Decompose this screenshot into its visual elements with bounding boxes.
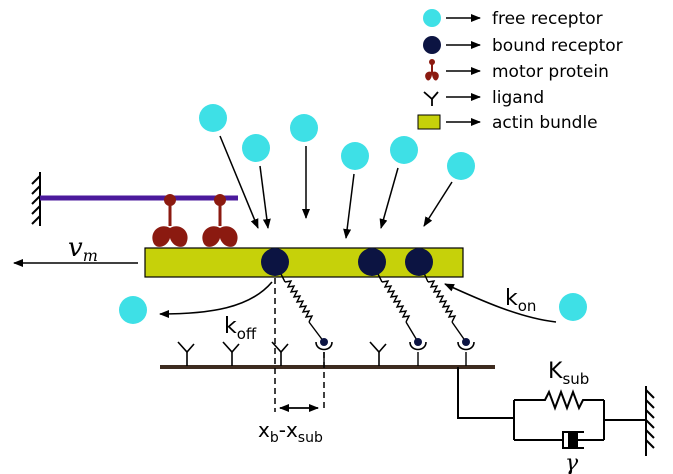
free-receptor bbox=[119, 296, 147, 324]
legend: free receptor bound receptor motor prote… bbox=[417, 9, 623, 133]
unbinding-arrow bbox=[159, 281, 273, 318]
koff-label: koff bbox=[224, 314, 257, 343]
dashpot-piston bbox=[568, 433, 578, 447]
motor-protein bbox=[152, 194, 188, 247]
legend-item-bound: bound receptor bbox=[423, 36, 623, 56]
actin-bundle-icon bbox=[417, 114, 441, 130]
ligand bbox=[271, 341, 289, 366]
legend-item-ligand: ligand bbox=[423, 88, 544, 108]
binding-arrows bbox=[219, 135, 453, 239]
free-receptor bbox=[447, 152, 475, 180]
legend-label: motor protein bbox=[492, 62, 609, 82]
substrate-mechanics bbox=[457, 367, 646, 449]
bound-receptor-icon bbox=[423, 36, 441, 54]
bound-receptor bbox=[261, 248, 289, 276]
free-receptor-icon bbox=[423, 9, 441, 27]
vm-label: vm bbox=[68, 233, 98, 265]
free-receptor bbox=[199, 104, 227, 132]
ligands bbox=[177, 341, 387, 366]
bound-bond bbox=[274, 261, 333, 366]
ksub-label: Ksub bbox=[548, 359, 589, 388]
displacement-indicator bbox=[274, 278, 325, 412]
legend-label: bound receptor bbox=[492, 36, 623, 56]
motor-protein-icon bbox=[425, 59, 439, 81]
left-wall-anchor bbox=[31, 172, 41, 226]
bound-receptors bbox=[261, 248, 433, 276]
legend-item-free: free receptor bbox=[423, 9, 603, 29]
legend-label: free receptor bbox=[492, 9, 603, 29]
legend-item-actin: actin bundle bbox=[417, 113, 598, 133]
free-receptor bbox=[390, 136, 418, 164]
free-receptor bbox=[290, 114, 318, 142]
ligand-icon bbox=[423, 91, 439, 106]
bound-receptor bbox=[358, 248, 386, 276]
kon-label: kon bbox=[505, 286, 536, 315]
gamma-label: γ bbox=[565, 451, 579, 474]
bound-bond bbox=[418, 261, 475, 366]
legend-label: ligand bbox=[492, 88, 544, 108]
bound-receptor bbox=[405, 248, 433, 276]
free-receptor bbox=[242, 134, 270, 162]
displacement-label: xb-xsub bbox=[258, 418, 323, 446]
right-wall-anchor bbox=[645, 386, 655, 456]
free-receptors bbox=[119, 104, 587, 324]
ligand bbox=[369, 341, 387, 366]
binding-arrow bbox=[444, 283, 557, 323]
free-receptor bbox=[559, 293, 587, 321]
ligand bbox=[222, 341, 240, 366]
motor-protein bbox=[202, 194, 238, 247]
free-receptor bbox=[341, 142, 369, 170]
legend-item-motor: motor protein bbox=[425, 59, 609, 82]
ligand bbox=[177, 341, 195, 366]
legend-label: actin bundle bbox=[492, 113, 598, 133]
